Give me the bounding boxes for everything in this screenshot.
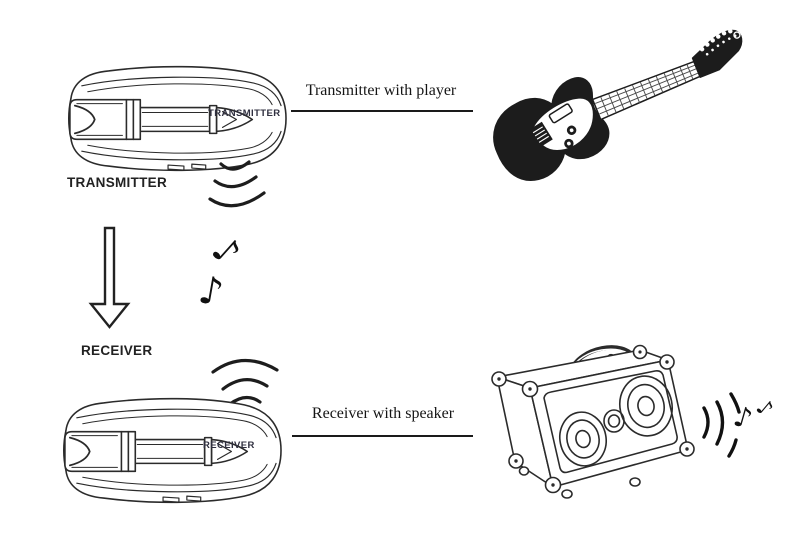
transmitter-signal-waves-icon bbox=[208, 160, 266, 208]
music-note-icon: ♪ bbox=[195, 267, 227, 315]
receiver-caption: RECEIVER bbox=[81, 343, 153, 358]
receiver-device: RECEIVER bbox=[50, 394, 288, 507]
guitar-illustration bbox=[493, 28, 743, 181]
receiver-device-illustration bbox=[62, 397, 282, 504]
music-note-icon: ♪ bbox=[203, 228, 249, 275]
down-arrow-icon bbox=[88, 226, 131, 329]
transmitter-caption: TRANSMITTER bbox=[67, 175, 168, 190]
transmitter-device: TRANSMITTER bbox=[55, 62, 293, 175]
transmitter-device-illustration bbox=[67, 65, 287, 172]
bottom-connection-line bbox=[292, 435, 473, 437]
music-note-icon: ♪ bbox=[750, 394, 778, 423]
top-connection-label: Transmitter with player bbox=[305, 82, 457, 99]
speaker-illustration bbox=[491, 344, 695, 499]
top-connection-line bbox=[291, 110, 473, 112]
bottom-connection-label: Receiver with speaker bbox=[311, 405, 455, 422]
speaker-sound-waves-icon bbox=[702, 392, 741, 458]
transmitter-on-device-label: TRANSMITTER bbox=[208, 108, 281, 119]
receiver-on-device-label: RECEIVER bbox=[203, 440, 255, 451]
